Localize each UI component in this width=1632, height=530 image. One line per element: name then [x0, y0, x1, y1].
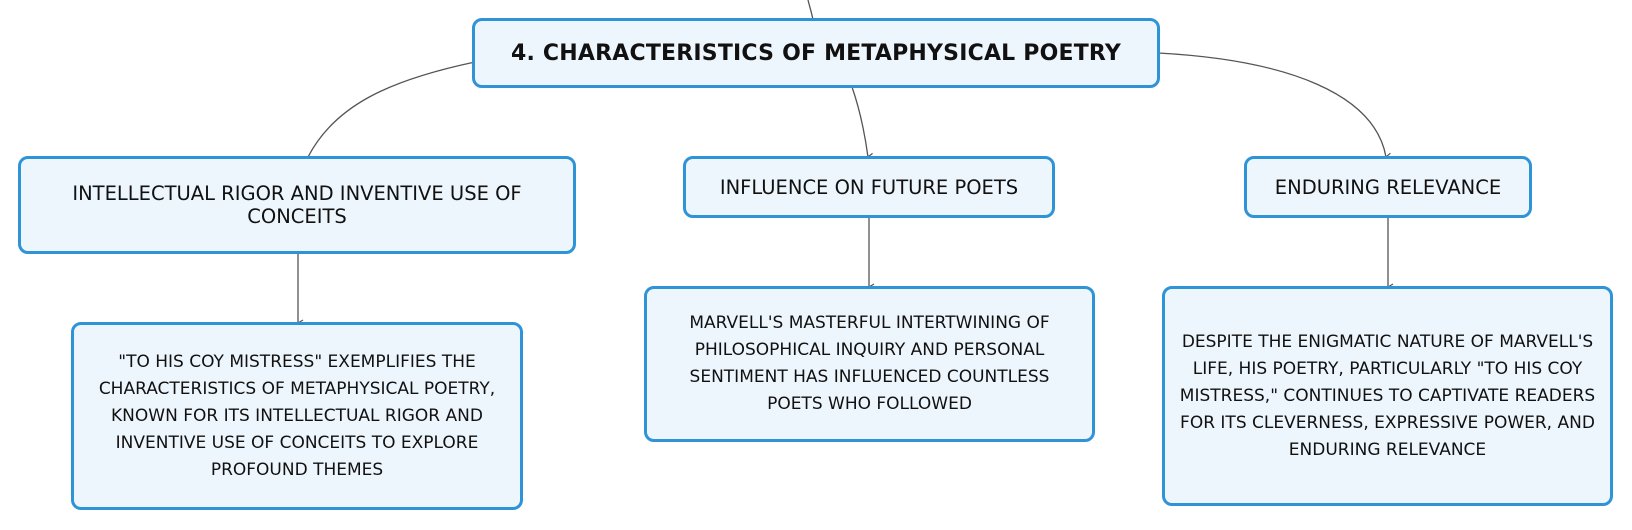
branch-label-enduring-relevance: ENDURING RELEVANCE	[1274, 175, 1502, 199]
branch-label-influence-on-future-poets: INFLUENCE ON FUTURE POETS	[719, 175, 1019, 199]
detail-node-intellectual-rigor[interactable]: "TO HIS COY MISTRESS" EXEMPLIFIES THE CH…	[71, 322, 523, 510]
branch-node-intellectual-rigor[interactable]: INTELLECTUAL RIGOR AND INVENTIVE USE OF …	[18, 156, 576, 254]
detail-node-influence-on-future-poets[interactable]: MARVELL'S MASTERFUL INTERTWINING OF PHIL…	[644, 286, 1095, 442]
detail-node-enduring-relevance[interactable]: DESPITE THE ENIGMATIC NATURE OF MARVELL'…	[1162, 286, 1613, 506]
connector-root-to-branch-2	[851, 86, 874, 160]
root-topic-node[interactable]: 4. CHARACTERISTICS OF METAPHYSICAL POETR…	[472, 18, 1160, 88]
connector-from-parent	[807, 0, 814, 21]
branch-label-intellectual-rigor: INTELLECTUAL RIGOR AND INVENTIVE USE OF …	[72, 182, 522, 228]
connector-root-to-branch-1	[306, 61, 476, 163]
connector-root-to-branch-3	[1157, 52, 1392, 160]
detail-text-enduring-relevance: DESPITE THE ENIGMATIC NATURE OF MARVELL'…	[1179, 331, 1596, 460]
root-topic-label: 4. CHARACTERISTICS OF METAPHYSICAL POETR…	[511, 40, 1121, 66]
detail-text-influence-on-future-poets: MARVELL'S MASTERFUL INTERTWINING OF PHIL…	[689, 313, 1050, 414]
branch-node-enduring-relevance[interactable]: ENDURING RELEVANCE	[1244, 156, 1532, 218]
detail-text-intellectual-rigor: "TO HIS COY MISTRESS" EXEMPLIFIES THE CH…	[98, 351, 496, 480]
branch-node-influence-on-future-poets[interactable]: INFLUENCE ON FUTURE POETS	[683, 156, 1055, 218]
